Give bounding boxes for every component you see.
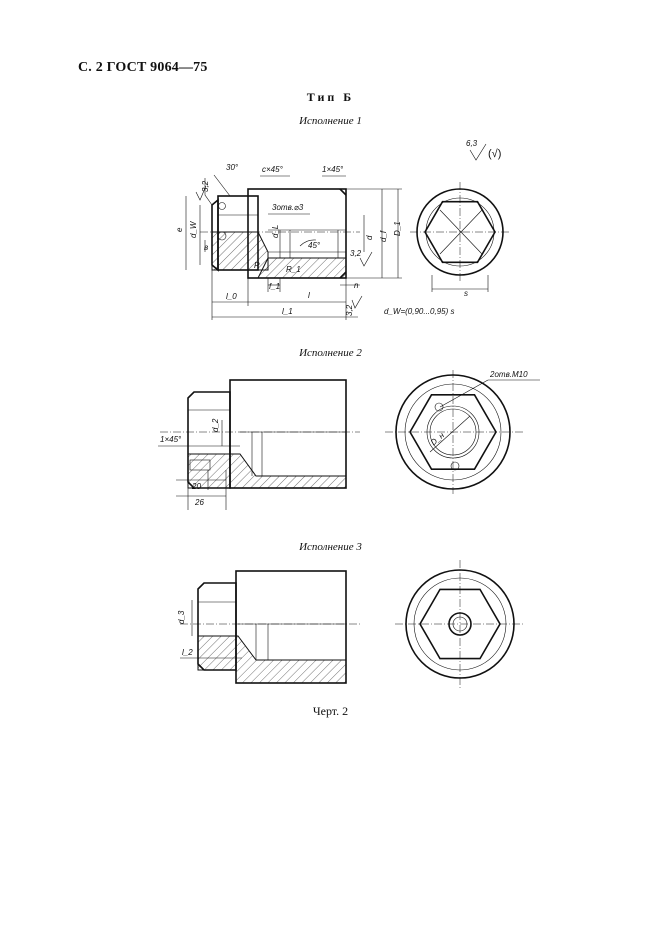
fig1-chamfer-c: c×45°: [262, 165, 284, 174]
figure-3-side-view: [180, 570, 362, 684]
fig1-d: d: [365, 235, 374, 240]
fig1-l: l: [308, 291, 310, 300]
variant-1-label: Исполнение 1: [299, 115, 362, 127]
type-title: Тип Б: [306, 90, 355, 104]
fig1-roughness-left: 3,2: [201, 180, 210, 192]
fig1-roughness-right: 3,2: [350, 249, 362, 258]
figure-2-side-view: [158, 379, 360, 510]
fig1-dw: d_W: [189, 220, 198, 238]
figure-1-side-view: [185, 174, 402, 320]
figure-3-end-view: [395, 560, 525, 688]
fig2-26: 26: [194, 498, 204, 507]
fig1-holes: 3отв.⌀3: [272, 203, 304, 212]
fig1-roughness-bottom: 3,2: [345, 304, 354, 316]
fig2-chamfer: 1×45°: [160, 435, 182, 444]
roughness-top-value: 6,3: [466, 139, 478, 148]
figure-1-end-view: [410, 182, 510, 292]
page-header: С. 2 ГОСТ 9064—75: [78, 60, 208, 75]
fig3-l2: l_2: [182, 648, 193, 657]
fig2-d2: d_2: [211, 418, 220, 432]
fig1-angle-45: 45°: [308, 241, 321, 250]
fig1-f1: f_1: [269, 282, 280, 291]
fig1-R1: R_1: [286, 265, 301, 274]
fig1-df: d_f: [379, 230, 388, 242]
fig2-Dn: D_н: [429, 430, 446, 447]
fig1-e: e: [175, 227, 184, 232]
fig1-dl: d_L: [271, 225, 280, 238]
fig2-holes: 2отв.M10: [489, 370, 528, 379]
fig1-n: n: [354, 281, 359, 290]
fig3-d3: d_3: [177, 610, 186, 624]
roughness-top-paren: (√): [488, 148, 501, 160]
fig1-formula: d_W=(0,90...0,95) s: [384, 307, 454, 316]
roughness-check-icon: [469, 143, 487, 161]
fig1-s: s: [464, 289, 468, 298]
figure-2-end-view: [385, 370, 540, 494]
fig1-l1: l_1: [282, 307, 293, 316]
fig1-angle-30: 30°: [226, 163, 239, 172]
fig1-R: R: [254, 261, 260, 270]
fig2-20: 20: [191, 482, 201, 491]
fig1-b: в: [204, 243, 208, 252]
fig1-D1: D_1: [393, 221, 402, 236]
figure-caption: Черт. 2: [312, 704, 349, 718]
fig1-l0: l_0: [226, 292, 237, 301]
variant-3-label: Исполнение 3: [299, 541, 362, 553]
fig1-chamfer-1: 1×45°: [322, 165, 344, 174]
variant-2-label: Исполнение 2: [299, 347, 362, 359]
